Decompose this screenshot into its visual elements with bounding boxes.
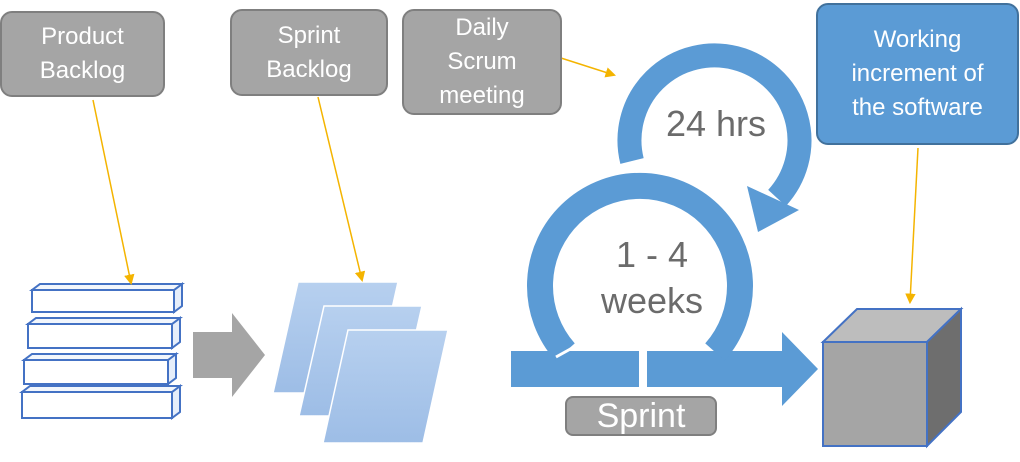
daily-cycle-loop (617, 43, 812, 232)
product-backlog-stack (19, 282, 185, 420)
connectors (92, 57, 919, 305)
sprint-label: Sprint (565, 396, 717, 436)
daily-scrum-connector (560, 57, 616, 78)
daily-cycle-label: 24 hrs (665, 103, 767, 144)
sprint-backlog-sheet (322, 329, 449, 444)
backlog-item (21, 352, 179, 386)
sprint-cycle-label: 1 - 4 weeks (600, 234, 704, 321)
product-backlog-box: Product Backlog (0, 11, 165, 97)
increment-cube (820, 306, 964, 449)
sprint-backlog-connector (317, 96, 366, 283)
backlog-item (29, 282, 185, 314)
working-increment-box: Working increment of the software (816, 3, 1019, 145)
sprint-flow-arrow (511, 332, 818, 406)
daily-cycle-arrowhead (747, 186, 799, 232)
sprint-cycle-loop (527, 172, 753, 361)
backlog-item (19, 384, 183, 420)
sprint-backlog-sheets (272, 281, 449, 444)
gray-flow-arrow (193, 313, 265, 397)
increment-connector (905, 147, 919, 305)
backlog-item (25, 316, 183, 350)
product-backlog-connector (92, 99, 135, 286)
daily-scrum-box: Daily Scrum meeting (402, 9, 562, 115)
sprint-backlog-box: Sprint Backlog (230, 9, 388, 96)
